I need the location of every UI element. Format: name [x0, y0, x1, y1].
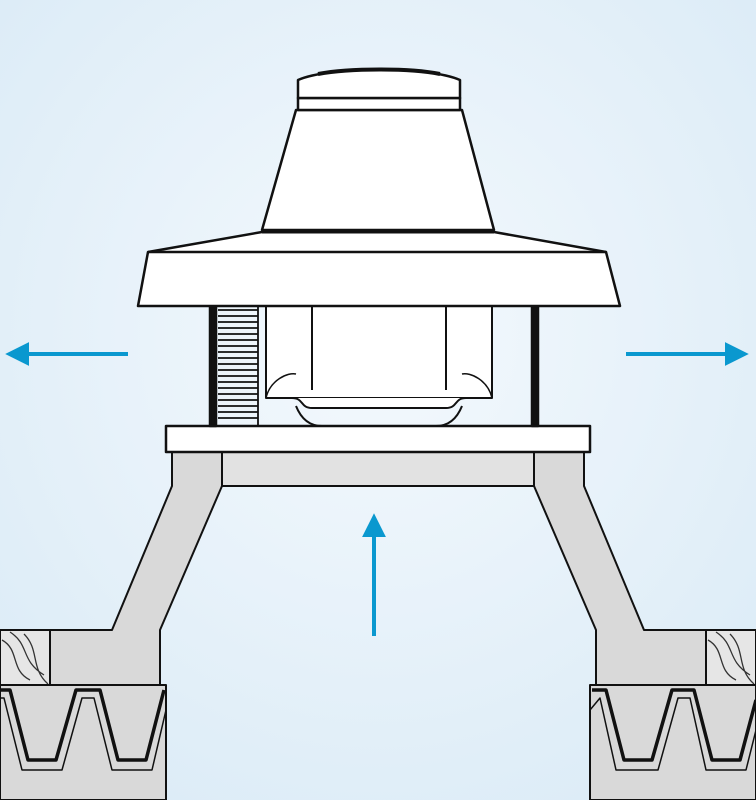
hood-collar	[296, 96, 462, 112]
fan-unit	[136, 67, 622, 454]
impeller	[265, 305, 493, 427]
support-post-left	[208, 304, 218, 428]
motor-hood	[260, 108, 496, 232]
support-post-right	[530, 304, 540, 428]
roof-sheet-right	[589, 684, 756, 800]
cowl-skirt	[136, 230, 622, 308]
fan-base-plate	[164, 424, 592, 454]
roof-curb	[0, 451, 756, 686]
roof-deck-right	[589, 630, 756, 800]
airflow-arrows	[5, 342, 749, 636]
curb-wall-right	[533, 451, 756, 686]
curb-top-band	[221, 451, 535, 487]
roof-deck-left	[0, 630, 167, 800]
motor-cooling-fins	[218, 309, 258, 419]
